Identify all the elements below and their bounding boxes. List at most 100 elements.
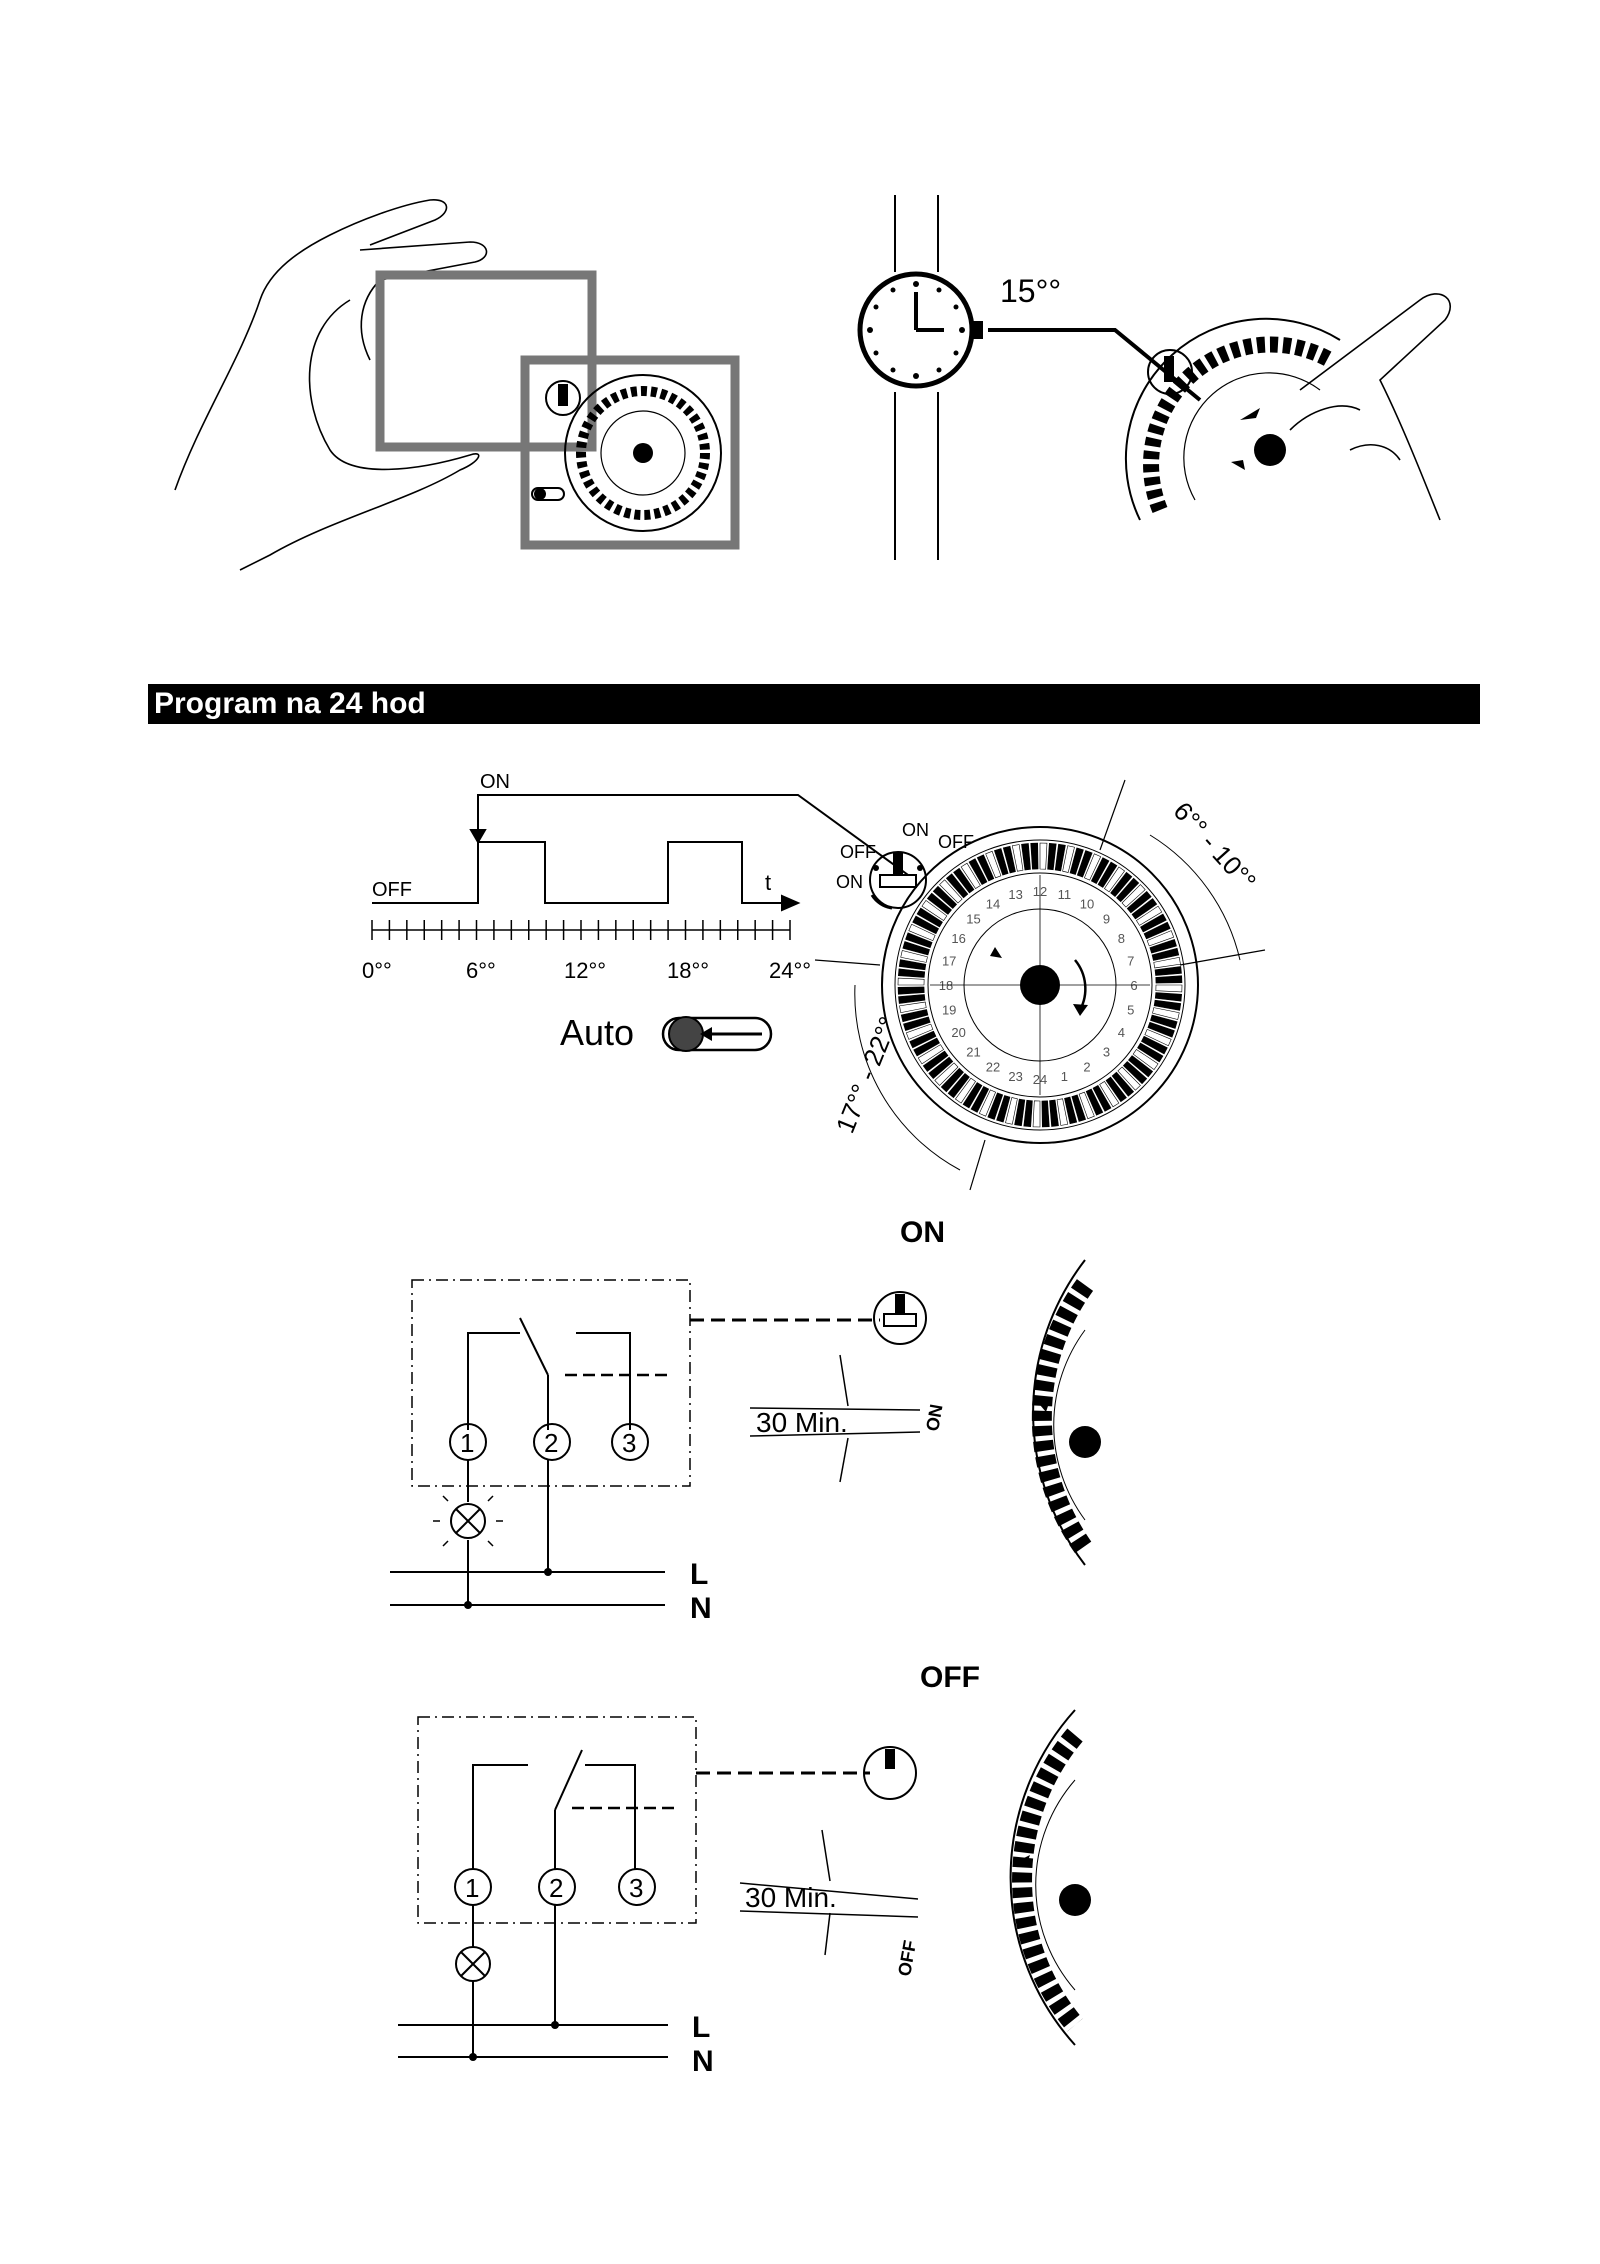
dial-segment[interactable]: [922, 1050, 949, 1072]
dial-segment[interactable]: [945, 873, 969, 899]
auto-label: Auto: [560, 1012, 634, 1053]
dial-segment[interactable]: [903, 1016, 931, 1032]
dial-segment[interactable]: [1140, 1035, 1168, 1055]
dial-segment[interactable]: [1090, 857, 1110, 885]
dial-segment[interactable]: [932, 885, 958, 909]
dial-segment[interactable]: [912, 915, 940, 935]
dial-segment[interactable]: [987, 1092, 1004, 1120]
dial-segment[interactable]: [1005, 1097, 1018, 1125]
dial-segment[interactable]: [1030, 842, 1039, 870]
dial-segment[interactable]: [1116, 877, 1140, 903]
dial-segment[interactable]: [1152, 1007, 1180, 1020]
dial-segment[interactable]: [1032, 1100, 1041, 1128]
dial-segment[interactable]: [1154, 992, 1183, 1002]
dial-segment[interactable]: [1097, 861, 1118, 888]
dial-segment[interactable]: [1154, 966, 1182, 976]
dial-segment[interactable]: [1155, 984, 1183, 993]
dial-segment[interactable]: [917, 1044, 944, 1065]
dial-segment[interactable]: [1021, 843, 1031, 871]
dial-segment[interactable]: [1131, 898, 1158, 920]
dial-segment[interactable]: [1069, 847, 1084, 875]
dial-segment[interactable]: [954, 1077, 976, 1104]
dial-segment[interactable]: [908, 923, 936, 941]
dial-segment[interactable]: [1122, 1061, 1148, 1085]
dial-segment[interactable]: [898, 994, 926, 1004]
dial-segment[interactable]: [897, 977, 925, 986]
dial-segment[interactable]: [1064, 1096, 1078, 1125]
dial-segment[interactable]: [1136, 905, 1163, 926]
dial-segment[interactable]: [1023, 1099, 1033, 1128]
dial-segment[interactable]: [934, 1062, 959, 1086]
dial-segment[interactable]: [1071, 1094, 1087, 1122]
dial-segment[interactable]: [1041, 1100, 1050, 1128]
dial-segment[interactable]: [1140, 913, 1167, 933]
dial-segment[interactable]: [1078, 1091, 1095, 1120]
dial-segment[interactable]: [993, 848, 1009, 876]
dial-segment[interactable]: [1062, 845, 1075, 873]
dial-segment[interactable]: [898, 959, 927, 971]
dial-segment[interactable]: [1014, 1098, 1026, 1127]
dial-segment[interactable]: [1084, 853, 1102, 881]
dial-segment[interactable]: [1104, 866, 1126, 893]
dial-segment[interactable]: [939, 879, 963, 904]
dial-segment[interactable]: [1153, 999, 1182, 1011]
dial-segment[interactable]: [1153, 956, 1181, 969]
dial-segment[interactable]: [1143, 921, 1171, 940]
dial-segment[interactable]: [1146, 930, 1175, 947]
dial-segment[interactable]: [978, 1089, 996, 1117]
dial-segment[interactable]: [900, 1009, 929, 1023]
dial-segment[interactable]: [1137, 1042, 1164, 1063]
dial-segment[interactable]: [1111, 1071, 1135, 1097]
dial-segment[interactable]: [1054, 843, 1066, 872]
dial-segment[interactable]: [962, 1082, 983, 1109]
dial-segment[interactable]: [921, 899, 948, 921]
dial-segment[interactable]: [1121, 884, 1146, 908]
dial-segment[interactable]: [1150, 1014, 1178, 1029]
dial-segment[interactable]: [897, 968, 926, 978]
dial-segment[interactable]: [1128, 1055, 1154, 1078]
waveform-off-label: OFF: [372, 879, 412, 901]
dial-segment[interactable]: [968, 858, 988, 885]
dial-segment[interactable]: [1110, 871, 1133, 897]
dial-segment[interactable]: [1151, 947, 1180, 961]
dial-segment[interactable]: [1085, 1088, 1104, 1116]
dial-segment[interactable]: [953, 867, 975, 894]
dial-segment[interactable]: [900, 950, 928, 963]
dial-segment[interactable]: [1002, 845, 1016, 874]
dial-segment[interactable]: [902, 941, 930, 956]
dial-segment[interactable]: [1092, 1085, 1112, 1112]
dial-segment[interactable]: [940, 1067, 964, 1093]
dial-segment[interactable]: [1132, 1049, 1159, 1071]
dial-segment[interactable]: [926, 892, 952, 915]
neutral-label: N: [690, 1592, 712, 1625]
dial-segment[interactable]: [1049, 1099, 1059, 1127]
dial-hour-number: 23: [1008, 1069, 1022, 1084]
dial-segment[interactable]: [1076, 850, 1093, 878]
dial-segment[interactable]: [1155, 975, 1183, 984]
dial-segment[interactable]: [897, 986, 925, 995]
dial-segment[interactable]: [916, 907, 943, 928]
dial-segment[interactable]: [1147, 1021, 1175, 1038]
dial-segment[interactable]: [1117, 1066, 1141, 1091]
dial-segment[interactable]: [905, 932, 933, 949]
dial-segment[interactable]: [960, 862, 981, 889]
dial-segment[interactable]: [1047, 842, 1057, 871]
dial-segment[interactable]: [1099, 1081, 1120, 1108]
dial-segment[interactable]: [928, 1056, 954, 1080]
dial-segment[interactable]: [1149, 938, 1177, 954]
dial-segment[interactable]: [1105, 1076, 1127, 1103]
dial-segment[interactable]: [976, 854, 995, 882]
dial-segment[interactable]: [1039, 842, 1048, 870]
dial-segment[interactable]: [899, 1001, 927, 1014]
dial-segment[interactable]: [1126, 890, 1152, 914]
dial-segment[interactable]: [905, 1023, 934, 1040]
dial-segment[interactable]: [913, 1037, 940, 1057]
dial-segment[interactable]: [1056, 1098, 1069, 1126]
dial-segment[interactable]: [985, 850, 1002, 879]
dial-segment[interactable]: [1011, 844, 1024, 872]
dial-segment[interactable]: [947, 1073, 970, 1099]
dial-segment[interactable]: [970, 1085, 990, 1113]
dial-segment[interactable]: [909, 1030, 937, 1049]
dial-segment[interactable]: [1144, 1029, 1172, 1047]
dial-segment[interactable]: [996, 1095, 1011, 1123]
